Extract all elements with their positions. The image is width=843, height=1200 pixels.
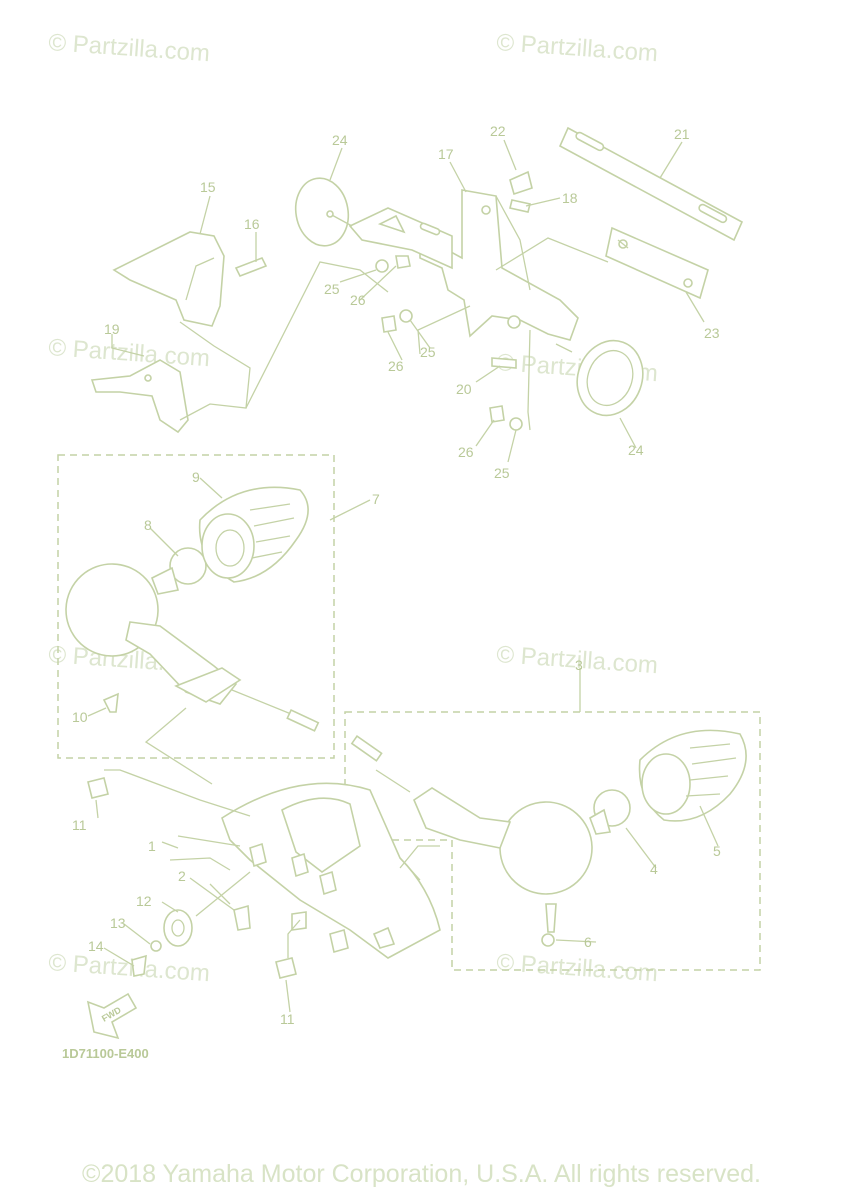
callout-17: 17 bbox=[438, 146, 454, 162]
callout-13: 13 bbox=[110, 915, 126, 931]
callout-26c: 26 bbox=[458, 444, 474, 460]
license-plate-lamp bbox=[605, 226, 709, 300]
callout-9: 9 bbox=[192, 469, 200, 485]
forward-arrow-icon: FWD bbox=[86, 992, 138, 1040]
callout-6: 6 bbox=[584, 934, 592, 950]
callout-2: 2 bbox=[178, 868, 186, 884]
reflector-right bbox=[555, 339, 644, 417]
callout-1: 1 bbox=[148, 838, 156, 854]
callout-10: 10 bbox=[72, 709, 88, 725]
watermark-2: © Partzilla.com bbox=[496, 29, 659, 67]
callout-24b: 24 bbox=[628, 442, 644, 458]
callout-11a: 11 bbox=[72, 817, 87, 833]
watermark-1: © Partzilla.com bbox=[48, 29, 211, 67]
callout-12: 12 bbox=[136, 893, 152, 909]
routing-lines-bottom bbox=[104, 707, 440, 958]
washers-and-nuts bbox=[375, 170, 533, 431]
callout-3: 3 bbox=[575, 657, 583, 673]
callout-11b: 11 bbox=[280, 1011, 295, 1027]
callout-leaders bbox=[87, 139, 719, 1013]
callout-14: 14 bbox=[88, 938, 104, 954]
tail-light-housing bbox=[221, 782, 441, 959]
callout-26b: 26 bbox=[388, 358, 404, 374]
turn-signal-left bbox=[65, 486, 320, 732]
callout-18: 18 bbox=[562, 190, 578, 206]
callout-24a: 24 bbox=[332, 132, 348, 148]
callout-numbers: 1 2 3 4 5 6 7 8 9 10 11 11 12 13 14 15 1… bbox=[72, 123, 721, 1027]
callout-25b: 25 bbox=[420, 344, 436, 360]
rear-stay-bracket bbox=[348, 189, 579, 341]
rear-cover bbox=[112, 231, 268, 327]
callout-21: 21 bbox=[674, 126, 690, 142]
lower-bracket bbox=[90, 359, 189, 434]
callout-7: 7 bbox=[372, 491, 380, 507]
callout-23: 23 bbox=[704, 325, 720, 341]
callout-16: 16 bbox=[244, 216, 260, 232]
watermark-8: © Partzilla.com bbox=[496, 949, 659, 987]
callout-15: 15 bbox=[200, 179, 216, 195]
callout-4: 4 bbox=[650, 861, 658, 877]
callout-20: 20 bbox=[456, 381, 472, 397]
diagram-code: 1D71100-E400 bbox=[62, 1046, 149, 1061]
callout-26a: 26 bbox=[350, 292, 366, 308]
watermark-3: © Partzilla.com bbox=[48, 334, 211, 372]
callout-22: 22 bbox=[490, 123, 506, 139]
small-fasteners bbox=[87, 777, 297, 979]
callout-8: 8 bbox=[144, 517, 152, 533]
copyright-notice: ©2018 Yamaha Motor Corporation, U.S.A. A… bbox=[82, 1160, 761, 1188]
reflector-top bbox=[294, 177, 353, 247]
watermark-7: © Partzilla.com bbox=[48, 949, 211, 987]
assembly-box-left bbox=[57, 454, 335, 759]
callout-5: 5 bbox=[713, 843, 721, 859]
callout-25c: 25 bbox=[494, 465, 510, 481]
callout-25a: 25 bbox=[324, 281, 340, 297]
turn-signal-right bbox=[350, 729, 747, 947]
routing-lines-top bbox=[179, 237, 609, 431]
callout-19: 19 bbox=[104, 321, 120, 337]
license-plate-bracket bbox=[558, 126, 744, 242]
